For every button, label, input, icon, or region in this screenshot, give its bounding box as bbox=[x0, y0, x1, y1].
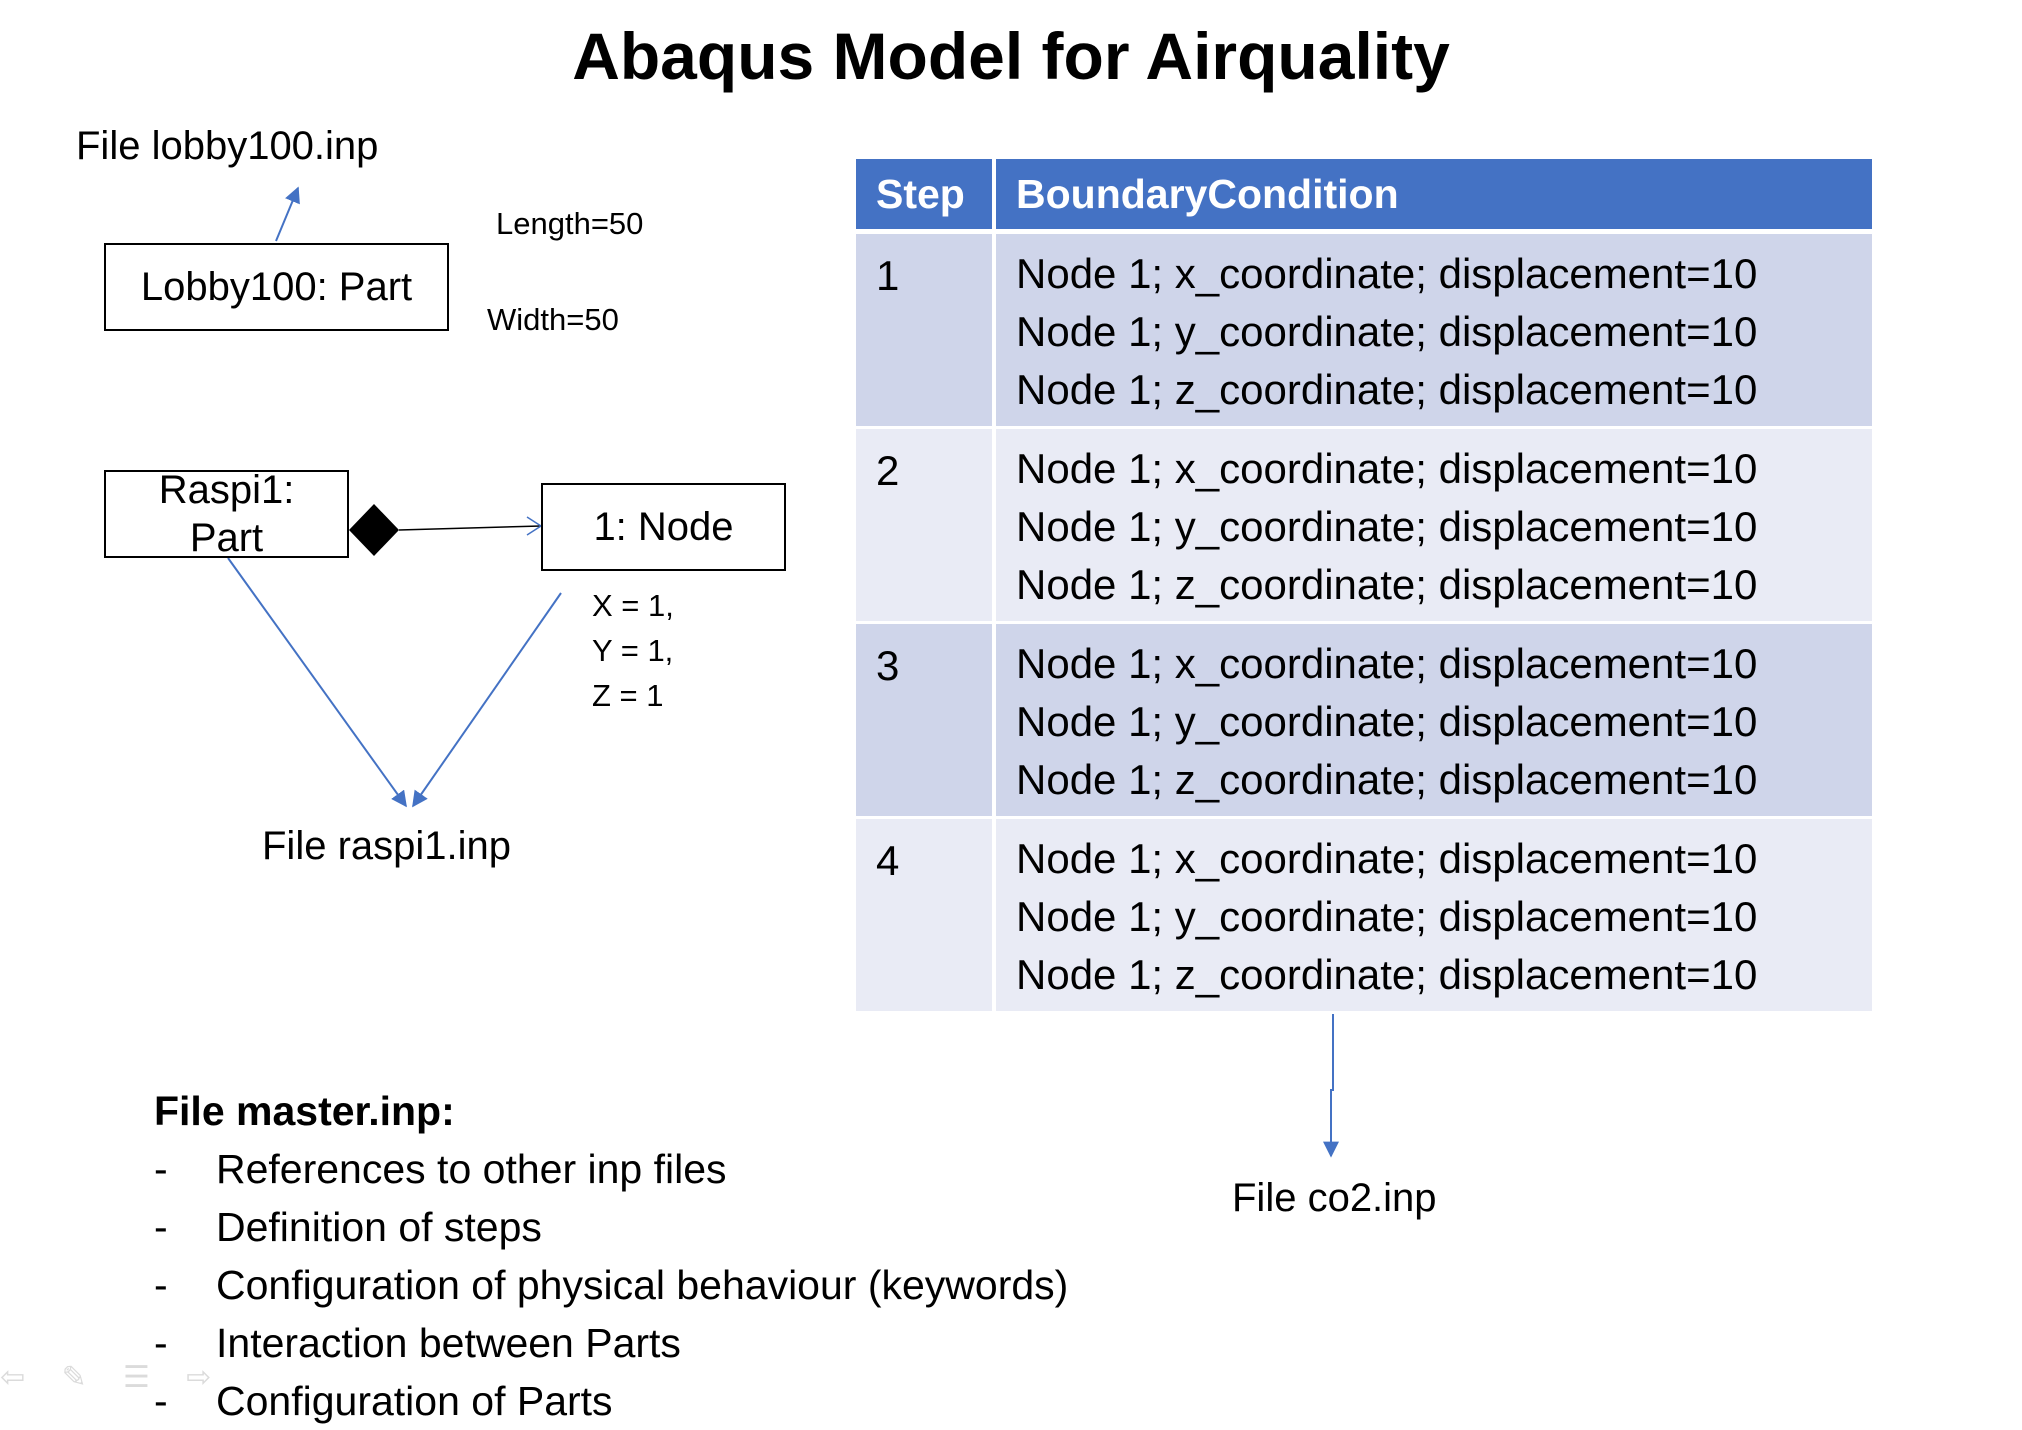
lobby-to-file-arrow bbox=[275, 186, 300, 242]
node-box: 1: Node bbox=[541, 483, 786, 571]
coord-y: Y = 1, bbox=[592, 633, 674, 668]
list-item-text: References to other inp files bbox=[216, 1146, 727, 1192]
raspi-part-label-line2: Part bbox=[189, 516, 264, 560]
step-cell: 1 bbox=[856, 234, 996, 429]
bullet-dash: - bbox=[154, 1146, 168, 1192]
master-file-description: File master.inp: - References to other in… bbox=[154, 1082, 1068, 1430]
condition-line: Node 1; y_coordinate; displacement=10 bbox=[1016, 698, 1758, 745]
arrow-left-icon[interactable]: ⇦ bbox=[0, 1361, 26, 1394]
table-row: 3 Node 1; x_coordinate; displacement=10 … bbox=[856, 624, 1872, 819]
condition-line: Node 1; x_coordinate; displacement=10 bbox=[1016, 250, 1758, 297]
width-label: Width=50 bbox=[487, 302, 619, 337]
condition-line: Node 1; x_coordinate; displacement=10 bbox=[1016, 835, 1758, 882]
file-lobby-label: File lobby100.inp bbox=[76, 124, 379, 168]
raspi-part-label-line1: Raspi1: bbox=[158, 468, 295, 512]
raspi-to-node-arrow bbox=[398, 525, 542, 531]
condition-cell: Node 1; x_coordinate; displacement=10 No… bbox=[996, 819, 1872, 1014]
table-row: 4 Node 1; x_coordinate; displacement=10 … bbox=[856, 819, 1872, 1014]
slide-title: Abaqus Model for Airquality bbox=[572, 19, 1450, 93]
step-cell: 2 bbox=[856, 429, 996, 624]
condition-line: Node 1; x_coordinate; displacement=10 bbox=[1016, 640, 1758, 687]
node-label: 1: Node bbox=[593, 504, 734, 549]
table-row: 1 Node 1; x_coordinate; displacement=10 … bbox=[856, 234, 1872, 429]
bullet-dash: - bbox=[154, 1320, 168, 1366]
node-to-file-arrow bbox=[412, 592, 562, 808]
table-header-row: Step BoundaryCondition bbox=[856, 159, 1872, 234]
lobby-part-label: Lobby100: Part bbox=[140, 264, 413, 309]
bullet-dash: - bbox=[154, 1204, 168, 1250]
condition-cell: Node 1; x_coordinate; displacement=10 No… bbox=[996, 624, 1872, 819]
list-item: - Configuration of physical behaviour (ke… bbox=[154, 1256, 1068, 1314]
raspi-part-box: Raspi1: Part bbox=[104, 468, 349, 560]
arrow-right-icon[interactable]: ⇨ bbox=[186, 1361, 212, 1394]
list-item: - Definition of steps bbox=[154, 1198, 542, 1256]
list-item-text: Configuration of physical behaviour (key… bbox=[216, 1262, 1069, 1308]
coord-z: Z = 1 bbox=[592, 678, 664, 713]
header-boundary-condition: BoundaryCondition bbox=[996, 159, 1872, 234]
condition-line: Node 1; y_coordinate; displacement=10 bbox=[1016, 893, 1758, 940]
condition-line: Node 1; z_coordinate; displacement=10 bbox=[1016, 756, 1758, 803]
table-row: 2 Node 1; x_coordinate; displacement=10 … bbox=[856, 429, 1872, 624]
condition-line: Node 1; z_coordinate; displacement=10 bbox=[1016, 951, 1758, 998]
raspi-to-file-arrow bbox=[227, 557, 407, 808]
condition-line: Node 1; y_coordinate; displacement=10 bbox=[1016, 308, 1758, 355]
header-step: Step bbox=[856, 159, 996, 234]
master-file-title: File master.inp: bbox=[154, 1088, 455, 1134]
list-item: - References to other inp files bbox=[154, 1140, 727, 1198]
condition-line: Node 1; z_coordinate; displacement=10 bbox=[1016, 366, 1758, 413]
slideshow-toolbar: ⇦ ✎ ☰ ⇨ bbox=[0, 1360, 239, 1395]
lobby-part-box: Lobby100: Part bbox=[104, 243, 449, 331]
condition-cell: Node 1; x_coordinate; displacement=10 No… bbox=[996, 429, 1872, 624]
table-to-file-arrow bbox=[1323, 1013, 1339, 1158]
menu-icon[interactable]: ☰ bbox=[122, 1361, 150, 1394]
list-item-text: Interaction between Parts bbox=[216, 1320, 681, 1366]
list-item: - Interaction between Parts bbox=[154, 1314, 681, 1372]
list-item-text: Configuration of Parts bbox=[216, 1378, 613, 1424]
bullet-dash: - bbox=[154, 1262, 168, 1308]
file-raspi-label: File raspi1.inp bbox=[262, 824, 512, 868]
composition-diamond bbox=[349, 504, 399, 556]
pen-icon[interactable]: ✎ bbox=[61, 1361, 87, 1394]
condition-line: Node 1; x_coordinate; displacement=10 bbox=[1016, 445, 1758, 492]
step-cell: 3 bbox=[856, 624, 996, 819]
boundary-condition-table: Step BoundaryCondition 1 Node 1; x_coord… bbox=[856, 159, 1872, 1014]
step-cell: 4 bbox=[856, 819, 996, 1014]
coord-x: X = 1, bbox=[592, 588, 674, 623]
condition-line: Node 1; z_coordinate; displacement=10 bbox=[1016, 561, 1758, 608]
file-co2-label: File co2.inp bbox=[1232, 1176, 1437, 1220]
condition-line: Node 1; y_coordinate; displacement=10 bbox=[1016, 503, 1758, 550]
list-item-text: Definition of steps bbox=[216, 1204, 542, 1250]
length-label: Length=50 bbox=[496, 206, 644, 241]
node-coordinates: X = 1, Y = 1, Z = 1 bbox=[592, 583, 674, 718]
condition-cell: Node 1; x_coordinate; displacement=10 No… bbox=[996, 234, 1872, 429]
